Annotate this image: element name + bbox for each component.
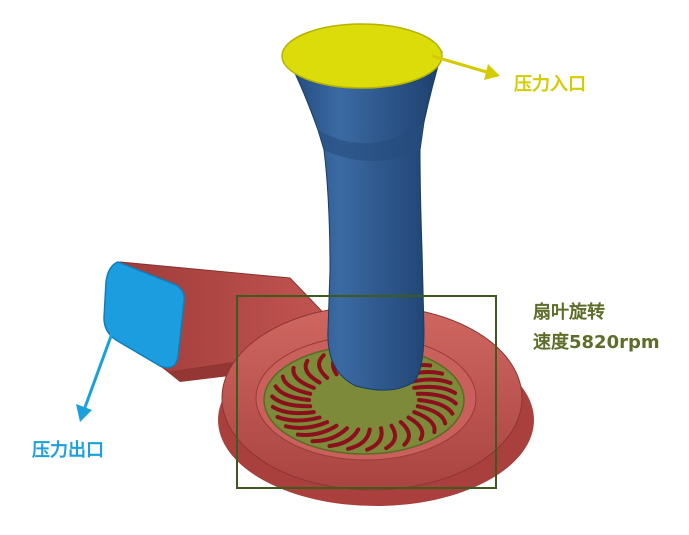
impeller-blade [365,426,384,452]
impeller-blade [317,353,330,380]
impeller-blade [291,366,316,390]
impeller-blade [327,427,361,448]
impeller-blade [398,420,411,447]
impeller-blade [273,384,311,402]
pressure-outlet-face [103,261,186,369]
impeller-blade [417,398,455,416]
impeller-blade [275,415,322,423]
impeller-highlight-box [236,295,497,489]
impeller-blade [280,374,313,396]
impeller-blade [283,420,330,430]
impeller-blade [346,427,372,451]
pipe-cone-shade [318,122,424,161]
pressure-inlet-face [281,23,443,89]
impeller-blade [412,410,437,434]
pressure-outlet-label: 压力出口 [32,440,104,461]
impeller-blade [270,404,316,416]
fan-speed-label-line2: 速度5820rpm [533,332,660,353]
outlet-arrow [76,327,116,422]
impeller-blade [295,423,339,437]
impeller-blade [412,384,458,396]
impeller-blade [303,358,322,385]
inlet-arrow [431,54,500,80]
fan-speed-label-line1: 扇叶旋转 [533,302,605,323]
impeller-blade [406,415,425,442]
pressure-inlet-label: 压力入口 [514,74,586,95]
impeller-blade [415,391,458,406]
fan-speed-label: 扇叶旋转 速度5820rpm [533,298,660,358]
impeller-blade [270,394,313,409]
impeller-blade [384,423,398,451]
impeller-blade [415,404,448,426]
impeller-blade [310,426,349,444]
